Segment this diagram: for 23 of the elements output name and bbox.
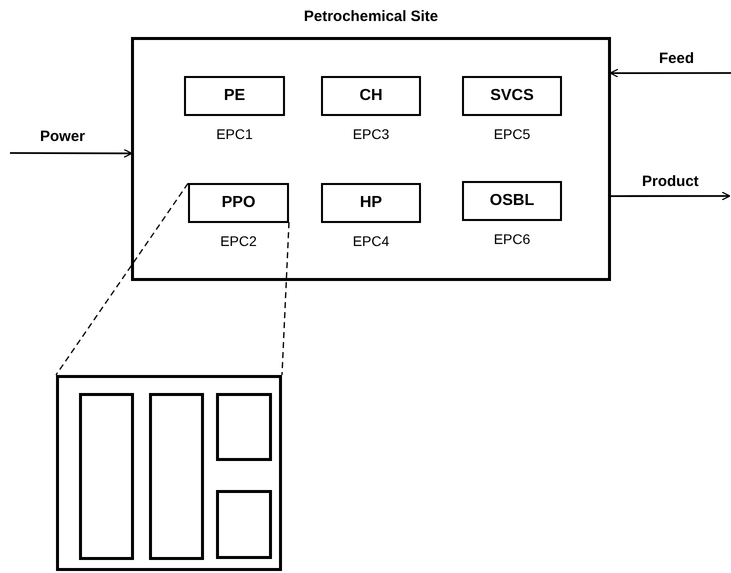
- unit-caption: EPC3: [352, 126, 390, 142]
- unit-box: PPO: [188, 183, 289, 223]
- detail-frame: [56, 375, 282, 571]
- empty-box: [149, 393, 204, 560]
- unit-caption: EPC5: [494, 126, 530, 142]
- unit-caption: EPC6: [494, 231, 530, 247]
- unit-caption: EPC2: [220, 233, 257, 249]
- group-title: Petrochemical Site: [304, 8, 438, 25]
- unit-box: PE: [184, 76, 285, 116]
- empty-box: [216, 393, 272, 461]
- arrow: [610, 68, 731, 78]
- unit-box: HP: [321, 183, 421, 223]
- unit-box: SVCS: [462, 76, 562, 116]
- empty-box: [79, 393, 134, 560]
- arrow: [10, 148, 132, 158]
- leader-line: [281, 222, 290, 376]
- empty-box: [216, 490, 272, 559]
- arrow: [611, 191, 730, 201]
- leader-line: [55, 183, 189, 376]
- unit-caption: EPC1: [216, 126, 253, 142]
- unit-box: CH: [321, 76, 421, 116]
- unit-caption: EPC4: [352, 233, 390, 249]
- unit-box: OSBL: [462, 181, 562, 221]
